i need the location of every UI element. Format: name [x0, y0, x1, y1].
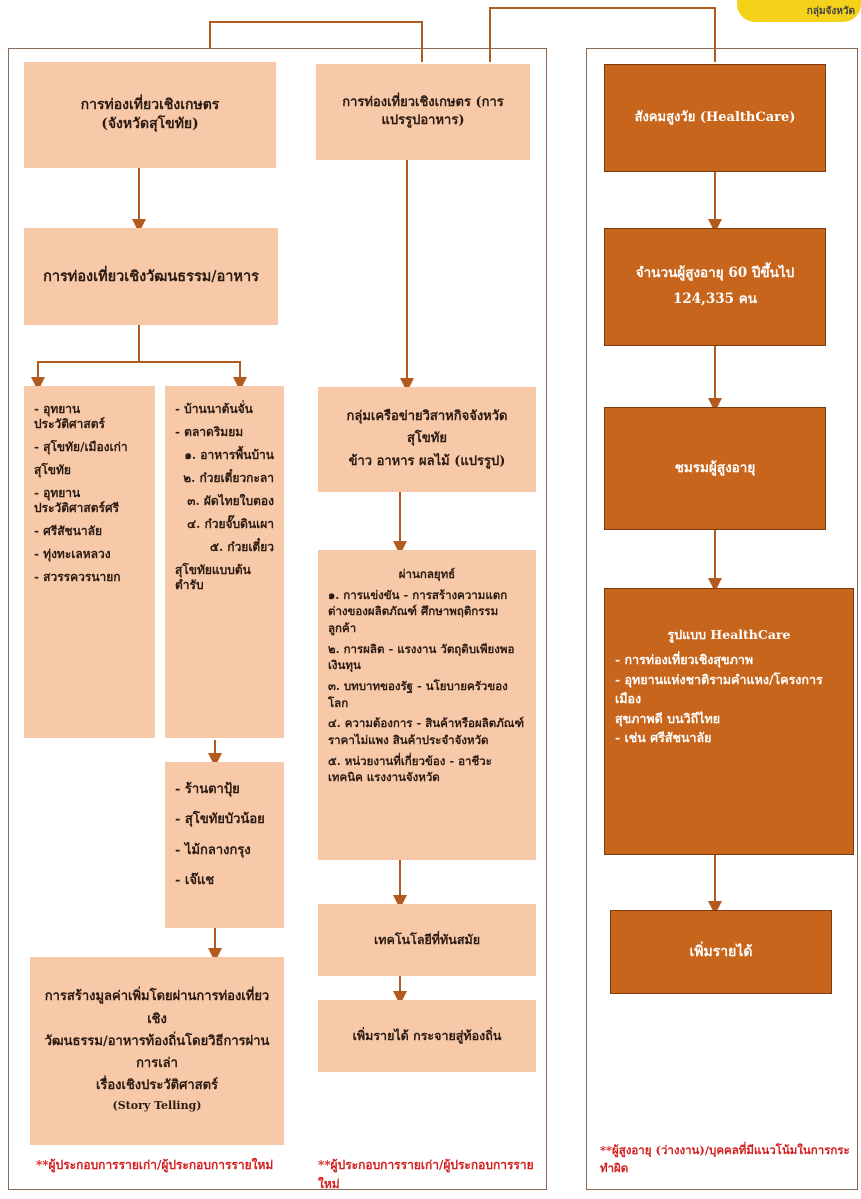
- box-income-local: เพิ่มรายได้ กระจายสู่ท้องถิ่น: [318, 1000, 536, 1072]
- box-elderly-line2: 124,335 คน: [672, 291, 758, 307]
- box-network: กลุ่มเครือข่ายวิสาหกิจจังหวัดสุโขทัย ข้า…: [318, 387, 536, 492]
- list-history-item: - ศรีสัชนาลัย: [34, 524, 103, 538]
- list-history-item: - อุทยานประวัติศาสตร์: [34, 402, 105, 431]
- box-aging-society: สังคมสูงวัย (HealthCare): [604, 64, 826, 172]
- top-connector-left: [209, 21, 423, 62]
- box-tech: เทคโนโลยีที่ทันสมัย: [318, 904, 536, 976]
- list-history: - อุทยานประวัติศาสตร์ - สุโขทัย/เมืองเก่…: [24, 386, 155, 738]
- logo-text: กลุ่มจังหวัด: [806, 5, 855, 17]
- hc-item: - การท่องเที่ยวเชิงสุขภาพ: [615, 652, 754, 668]
- list-history-item: - สุโขทัย/เมืองเก่า: [34, 440, 128, 454]
- box-elderly-count: จำนวนผู้สูงอายุ 60 ปีขึ้นไป 124,335 คน: [604, 228, 826, 346]
- box-aging-label: สังคมสูงวัย (HealthCare): [634, 110, 796, 126]
- box-agri-processing: การท่องเที่ยวเชิงเกษตร (การแปรรูปอาหาร): [316, 64, 530, 160]
- box-network-line2: ข้าว อาหาร ผลไม้ (แปรรูป): [348, 453, 506, 469]
- box-agri-processing-label: การท่องเที่ยวเชิงเกษตร (การแปรรูปอาหาร): [342, 95, 504, 128]
- list-homestay-item: ๓. ผัดไทยใบตอง: [187, 494, 274, 508]
- arrow-culture-split-right: [139, 361, 247, 391]
- strategy-item: ๑. การแข่งขัน - การสร้างความแตกต่างของผล…: [328, 587, 508, 636]
- hc-title: รูปแบบ HealthCare: [667, 627, 791, 642]
- right-panel: [586, 48, 858, 1190]
- box-club-label: ชมรมผู้สูงอายุ: [674, 460, 756, 477]
- logo: กลุ่มจังหวัด: [737, 0, 861, 22]
- strategy-item: ๕. หน่วยงานที่เกี่ยวข้อง - อาชีวะ เทคนิค…: [328, 753, 492, 785]
- left-panel: [8, 48, 547, 1190]
- strategy-title: ผ่านกลยุทธ์: [398, 567, 456, 581]
- box-story-line4: (Story Telling): [112, 1098, 202, 1112]
- box-story-line3: เรื่องเชิงประวัติศาสตร์: [95, 1077, 219, 1093]
- box-story-telling: การสร้างมูลค่าเพิ่มโดยผ่านการท่องเที่ยวเ…: [30, 957, 284, 1145]
- box-income-right: เพิ่มรายได้: [610, 910, 832, 994]
- box-network-line1: กลุ่มเครือข่ายวิสาหกิจจังหวัดสุโขทัย: [346, 409, 508, 447]
- list-homestay-item: - บ้านนาต้นจั่น: [175, 402, 253, 416]
- box-agri-sukhothai-line1: การท่องเที่ยวเชิงเกษตร: [80, 97, 220, 114]
- box-strategy: ผ่านกลยุทธ์ ๑. การแข่งขัน - การสร้างความ…: [318, 550, 536, 860]
- list-homestay-item: ๔. ก๋วยจั๊บดินเผา: [187, 517, 274, 531]
- list-history-item: สุโขทัย: [34, 463, 71, 477]
- box-agri-sukhothai: การท่องเที่ยวเชิงเกษตร (จังหวัดสุโขทัย): [24, 62, 276, 168]
- box-income-right-label: เพิ่มรายได้: [689, 943, 753, 960]
- box-tech-label: เทคโนโลยีที่ทันสมัย: [373, 931, 481, 947]
- list-shops-item: - ร้านตาปุ้ย: [175, 782, 240, 797]
- strategy-item: ๓. บทบาทของรัฐ - นโยบายครัวของโลก: [328, 679, 508, 710]
- note-right: **ผู้สูงอายุ (ว่างงาน)/บุคคลที่มีแนวโน้ม…: [600, 1143, 850, 1175]
- hc-item: - อุทยานแห่งชาติรามคำแหง/โครงการเมือง: [615, 671, 823, 707]
- list-homestay-item: ๕. ก๋วยเตี๋ยว: [209, 540, 274, 554]
- box-healthcare-model: รูปแบบ HealthCare - การท่องเที่ยวเชิงสุข…: [604, 588, 854, 855]
- list-homestay-item: ๑. อาหารพื้นบ้าน: [184, 448, 274, 462]
- strategy-item: ๔. ความต้องการ - สินค้าหรือผลิตภัณฑ์ราคา…: [328, 716, 525, 748]
- note-middle: **ผู้ประกอบการรายเก่า/ผู้ประกอบการรายใหม…: [318, 1158, 534, 1191]
- note-left: **ผู้ประกอบการรายเก่า/ผู้ประกอบการรายใหม…: [36, 1158, 274, 1172]
- box-agri-sukhothai-line2: (จังหวัดสุโขทัย): [101, 116, 199, 132]
- list-history-item: - ทุ่งทะเลหลวง: [34, 547, 111, 561]
- list-history-item: - สวรรควรนายก: [34, 570, 121, 584]
- list-homestay-item: สุโขทัยแบบต้นตำรับ: [175, 563, 251, 592]
- list-shops-item: - ไม้กลางกรุง: [175, 842, 251, 858]
- hc-item: สุขภาพดี บนวิถีไทย: [615, 710, 721, 726]
- list-shops-item: - สุโขทัยบัวน้อย: [175, 812, 265, 828]
- box-elderly-club: ชมรมผู้สูงอายุ: [604, 407, 826, 530]
- box-story-line1: การสร้างมูลค่าเพิ่มโดยผ่านการท่องเที่ยวเ…: [44, 989, 270, 1027]
- box-culture-food: การท่องเที่ยวเชิงวัฒนธรรม/อาหาร: [24, 228, 278, 325]
- list-shops-item: - เจ๊แช: [175, 872, 215, 888]
- box-elderly-line1: จำนวนผู้สูงอายุ 60 ปีขึ้นไป: [635, 265, 795, 282]
- list-history-item: - อุทยานประวัติศาสตร์ศรี: [34, 486, 120, 515]
- strategy-item: ๒. การผลิต - แรงงาน วัตถุดิบเพียงพอ เงิน…: [328, 641, 515, 673]
- list-homestay-item: - ตลาดริมยม: [175, 425, 244, 439]
- top-connector-right: [489, 7, 716, 62]
- list-homestay-item: ๒. ก๋วยเตี๋ยวกะลา: [183, 471, 274, 485]
- hc-item: - เช่น ศรีสัชนาลัย: [615, 729, 712, 745]
- list-homestay: - บ้านนาต้นจั่น - ตลาดริมยม ๑. อาหารพื้น…: [165, 386, 284, 738]
- box-story-line2: วัฒนธรรม/อาหารท้องถิ่นโดยวิธีการผ่านการเ…: [44, 1033, 270, 1071]
- box-culture-food-label: การท่องเที่ยวเชิงวัฒนธรรม/อาหาร: [43, 267, 259, 285]
- list-shops: - ร้านตาปุ้ย - สุโขทัยบัวน้อย - ไม้กลางก…: [165, 762, 284, 928]
- box-income-local-label: เพิ่มรายได้ กระจายสู่ท้องถิ่น: [352, 1027, 502, 1043]
